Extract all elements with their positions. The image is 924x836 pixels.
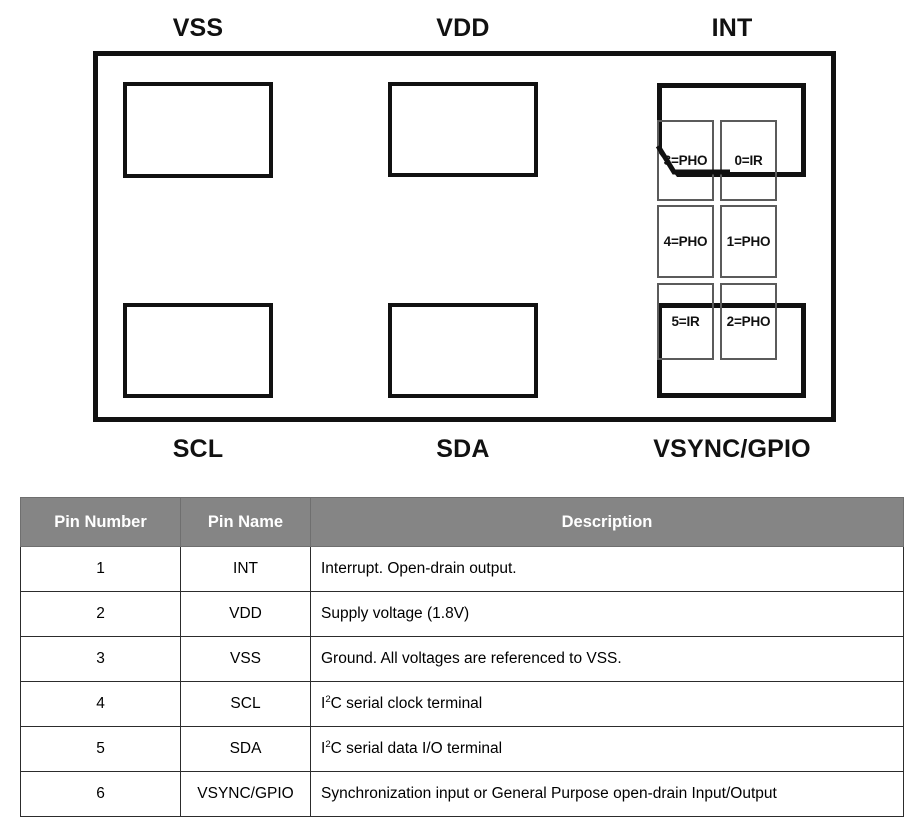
- description-superscript: 2: [325, 693, 331, 705]
- cell-pin-name: VSS: [180, 636, 311, 682]
- cell-description: Supply voltage (1.8V): [310, 591, 904, 637]
- cell-description: I2C serial data I/O terminal: [310, 726, 904, 772]
- die-cell-label: 3=PHO: [663, 153, 708, 168]
- description-text-post: C serial data I/O terminal: [330, 740, 503, 757]
- cell-pin-name: VDD: [180, 591, 311, 637]
- pin-label-bottom-sda: SDA: [436, 435, 490, 463]
- pin-label-top-vss: VSS: [172, 14, 224, 42]
- die-cell-2-pho: 2=PHO: [720, 283, 777, 360]
- cell-description: Synchronization input or General Purpose…: [310, 771, 904, 817]
- column-header-pin-name: Pin Name: [180, 497, 311, 547]
- column-header-description: Description: [310, 497, 904, 547]
- cell-description: I2C serial clock terminal: [310, 681, 904, 727]
- pin-label-top-int: INT: [711, 14, 753, 42]
- die-cell-1-pho: 1=PHO: [720, 205, 777, 278]
- cell-pin-name: INT: [180, 546, 311, 592]
- pin-label-bottom-vsync-gpio: VSYNC/GPIO: [653, 435, 811, 463]
- die-cell-label: 2=PHO: [726, 314, 771, 329]
- package-pinout-diagram: VSS VDD INT 3=PHO 0=IR 4=PHO 1=PHO 5=IR …: [93, 14, 836, 463]
- pin-label-top-vdd: VDD: [436, 14, 490, 42]
- cell-pin-number: 4: [20, 681, 181, 727]
- die-cell-label: 0=IR: [734, 153, 763, 168]
- description-text-pre: I: [321, 695, 326, 712]
- pad-vdd: [388, 82, 538, 177]
- cell-pin-number: 5: [20, 726, 181, 772]
- pad-vsync-gpio: [657, 303, 806, 398]
- pin-label-bottom-scl: SCL: [172, 435, 224, 463]
- cell-pin-number: 6: [20, 771, 181, 817]
- cell-pin-name: SCL: [180, 681, 311, 727]
- description-text-post: C serial clock terminal: [330, 695, 483, 712]
- die-cell-4-pho: 4=PHO: [657, 205, 714, 278]
- die-cell-0-ir: 0=IR: [720, 120, 777, 201]
- die-cell-3-pho: 3=PHO: [657, 120, 714, 201]
- die-cell-label: 1=PHO: [726, 234, 771, 249]
- pad-vss: [123, 82, 273, 178]
- cell-pin-name: SDA: [180, 726, 311, 772]
- cell-pin-number: 3: [20, 636, 181, 682]
- pad-scl: [123, 303, 273, 398]
- cell-pin-number: 1: [20, 546, 181, 592]
- cell-pin-number: 2: [20, 591, 181, 637]
- pad-sda: [388, 303, 538, 398]
- die-cell-label: 4=PHO: [663, 234, 708, 249]
- description-text-pre: I: [321, 740, 326, 757]
- die-cell-label: 5=IR: [671, 314, 700, 329]
- die-cell-5-ir: 5=IR: [657, 283, 714, 360]
- cell-pin-name: VSYNC/GPIO: [180, 771, 311, 817]
- description-superscript: 2: [325, 738, 331, 750]
- cell-description: Ground. All voltages are referenced to V…: [310, 636, 904, 682]
- table-header-row: Pin Number Pin Name Description: [20, 497, 904, 547]
- cell-description: Interrupt. Open-drain output.: [310, 546, 904, 592]
- column-header-pin-number: Pin Number: [20, 497, 181, 547]
